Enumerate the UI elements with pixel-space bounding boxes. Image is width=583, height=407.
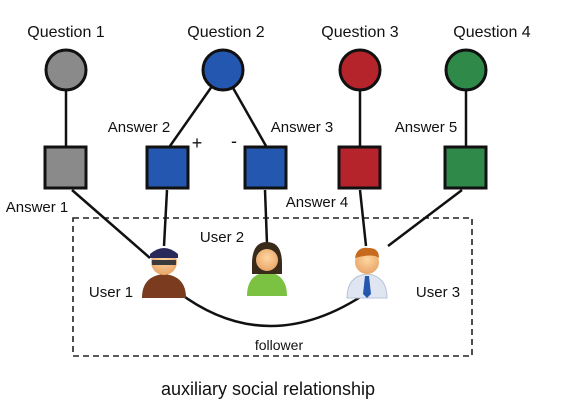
- follower-label: follower: [255, 337, 304, 353]
- edge-a3-u2: [263, 189, 269, 245]
- answer-node-2: [145, 145, 190, 190]
- answer-label-5: Answer 5: [395, 119, 458, 136]
- question-label-2: Question 2: [187, 24, 264, 41]
- user-avatar-icon: [247, 242, 287, 296]
- question-node-4: [444, 48, 488, 92]
- positive-sign: +: [192, 133, 203, 153]
- diagram-caption: auxiliary social relationship: [161, 379, 375, 399]
- question-label-1: Question 1: [27, 24, 104, 41]
- question-nodes: [44, 48, 488, 92]
- answer-node-1: [43, 145, 88, 190]
- question-node-3: [338, 48, 382, 92]
- negative-sign: -: [231, 131, 237, 151]
- question-label-4: Question 4: [453, 24, 530, 41]
- answer-label-1: Answer 1: [6, 199, 69, 216]
- edge-a1-u1: [71, 189, 151, 259]
- question-node-1: [44, 48, 88, 92]
- user-label-1: User 1: [89, 284, 133, 301]
- edge-a5-u3: [387, 189, 463, 247]
- answer-node-4: [337, 145, 382, 190]
- answer-label-4: Answer 4: [286, 194, 349, 211]
- answer-label-2: Answer 2: [108, 119, 171, 136]
- edge-a4-u3: [358, 189, 368, 247]
- answer-label-3: Answer 3: [271, 119, 334, 136]
- user-label-2: User 2: [200, 229, 244, 246]
- user-avatar-icon: [142, 248, 186, 298]
- answer-node-5: [443, 145, 488, 190]
- user-label-3: User 3: [416, 284, 460, 301]
- answer-user-edges: [71, 189, 463, 328]
- question-node-2: [201, 48, 245, 92]
- social-relationship-box: [72, 217, 473, 357]
- answer-node-3: [243, 145, 288, 190]
- user-avatar-icon: [346, 247, 388, 299]
- edge-follower: [177, 290, 369, 328]
- answer-nodes: [43, 145, 488, 190]
- edge-a2-u1: [162, 189, 169, 247]
- question-label-3: Question 3: [321, 24, 398, 41]
